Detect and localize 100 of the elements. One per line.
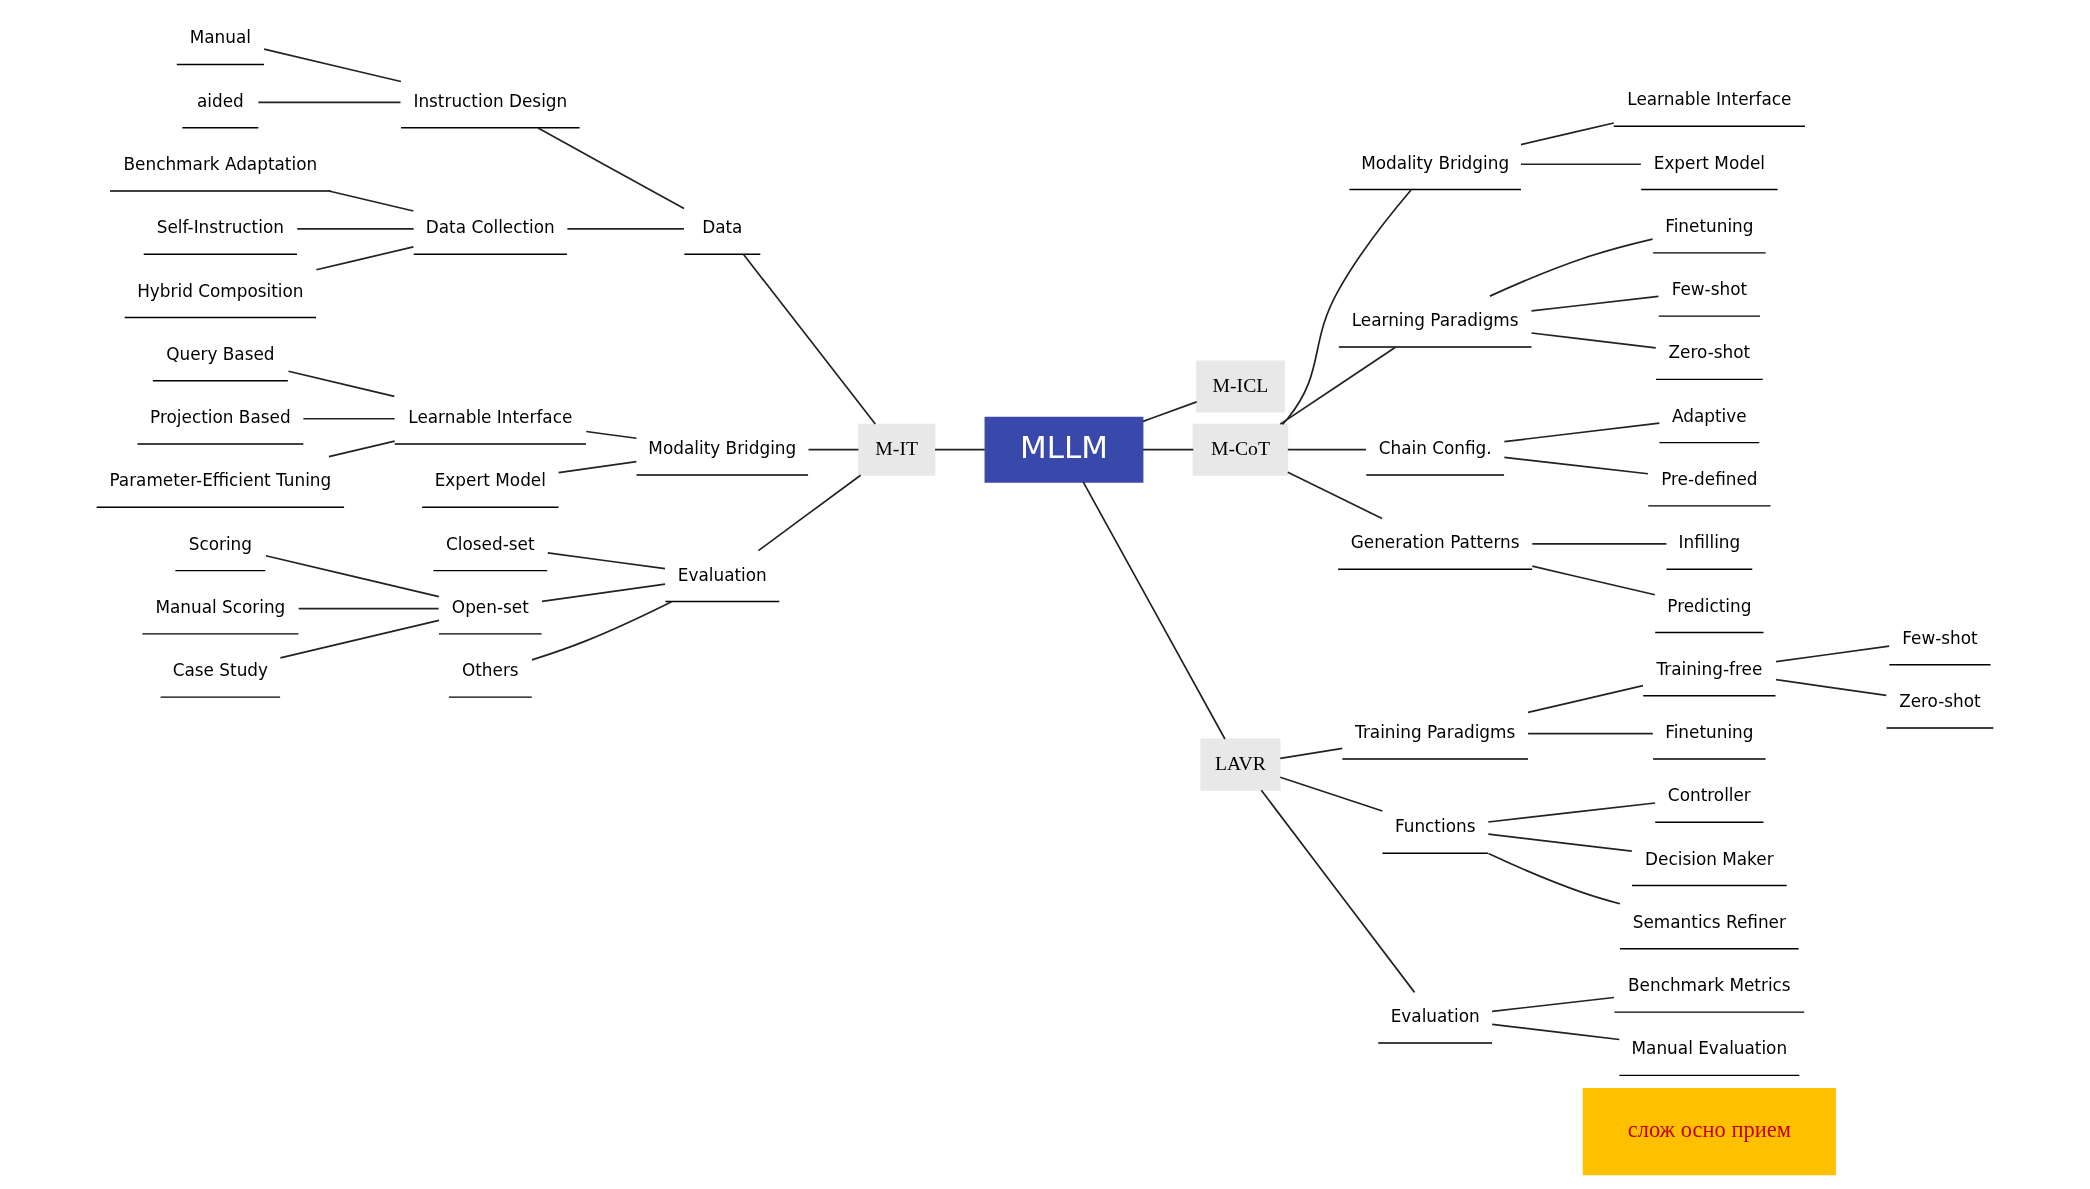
connector [287,370,396,398]
node-box: M-IT [858,423,936,476]
node-text: Others [461,660,519,681]
node-text: Evaluation [1390,1006,1480,1027]
node-text: Instruction Design [413,90,568,111]
connector [566,228,685,230]
connector [263,48,402,83]
node-text: Expert Model [1653,152,1765,173]
node-box: M-ICL [1196,360,1285,413]
connector [1489,238,1654,297]
node-text: Generation Patterns [1350,532,1520,553]
node-text: Adaptive [1672,405,1747,426]
connector [296,228,415,230]
node-text: Scoring [188,533,252,554]
connector [1520,122,1615,146]
connector [537,127,685,210]
node-text: Controller [1667,785,1751,806]
connector [265,554,440,598]
node-text: Finetuning [1665,722,1754,743]
connector [757,474,862,552]
node-text: Projection Based [150,407,291,428]
connector [1530,295,1660,312]
connector [934,448,986,451]
connector [1279,776,1384,812]
connector [1530,332,1657,349]
connector [1487,852,1621,905]
node-text: Closed-set [446,533,535,554]
node-text: Training-free [1656,658,1763,679]
connector [315,246,415,271]
connector [1286,471,1383,520]
node-text: Infilling [1678,532,1741,553]
connector [742,253,877,425]
node-text: Parameter-Efficient Tuning [109,470,332,491]
connector [1531,543,1668,545]
node-text: Training Paradigms [1355,722,1516,743]
connector [1281,189,1412,426]
node-text: Finetuning [1665,215,1754,236]
node-text: Manual Evaluation [1631,1038,1788,1059]
node-text: Zero-shot [1899,691,1981,712]
node-text: Semantics Refiner [1632,911,1786,932]
connector [1260,789,1416,994]
connector [585,430,638,440]
node-text: Pre-defined [1661,468,1758,489]
node-text: Modality Bridging [1361,152,1510,173]
connector [1520,163,1642,166]
node-text: Predicting [1667,595,1752,616]
node-text: Chain Config. [1378,438,1492,459]
node-text: Modality Bridging [648,438,797,459]
connector [1527,684,1644,714]
connector [557,460,638,474]
connector [1503,422,1661,443]
connector [531,600,673,661]
connector [1531,565,1656,596]
connector [1286,448,1367,451]
node-text: Hybrid Composition [137,280,304,301]
node-text: Data Collection [425,217,555,238]
node-text: Self-Instruction [156,217,284,238]
node-text: Learnable Interface [408,407,573,428]
node-text: Few-shot [1902,627,1978,648]
connector [1487,833,1633,852]
node-text: Learnable Interface [1627,89,1792,110]
connector [1142,401,1198,423]
node-text: Benchmark Metrics [1628,975,1791,996]
connector [1487,802,1656,823]
connector [546,552,666,570]
connector [297,607,440,610]
node-text: Decision Maker [1645,848,1774,869]
connector [279,619,440,659]
connector [1142,448,1195,451]
node-text: Manual Scoring [155,596,286,617]
node-text: Data [702,217,743,238]
connector [1503,456,1649,475]
node-text: Evaluation [677,564,767,585]
node-text: Benchmark Adaptation [123,154,318,175]
connector [257,101,402,104]
connector [807,448,860,451]
node-text: Functions [1394,816,1476,837]
connector [302,417,396,420]
connector [1775,645,1891,663]
node-text: Manual [189,27,251,48]
connector [1775,678,1888,697]
connector [1082,481,1226,740]
node-text: Few-shot [1671,279,1748,300]
node-text: Learning Paradigms [1351,310,1519,331]
node-text: aided [196,90,244,111]
node-text: Case Study [172,660,268,681]
node-box: M-CoT [1192,423,1289,476]
node-box: MLLM [984,416,1144,483]
connector [1527,732,1654,735]
connector [328,190,415,212]
connector [1279,346,1397,425]
connector [328,440,396,458]
node-text: Query Based [166,343,275,364]
node-text: Expert Model [434,470,546,491]
node-text: Zero-shot [1668,342,1751,363]
connector [1279,747,1344,760]
node-text: Open-set [451,596,529,617]
node-box: LAVR [1200,738,1281,791]
label: слож осно прием [1627,1116,1791,1142]
connector [1491,996,1615,1013]
